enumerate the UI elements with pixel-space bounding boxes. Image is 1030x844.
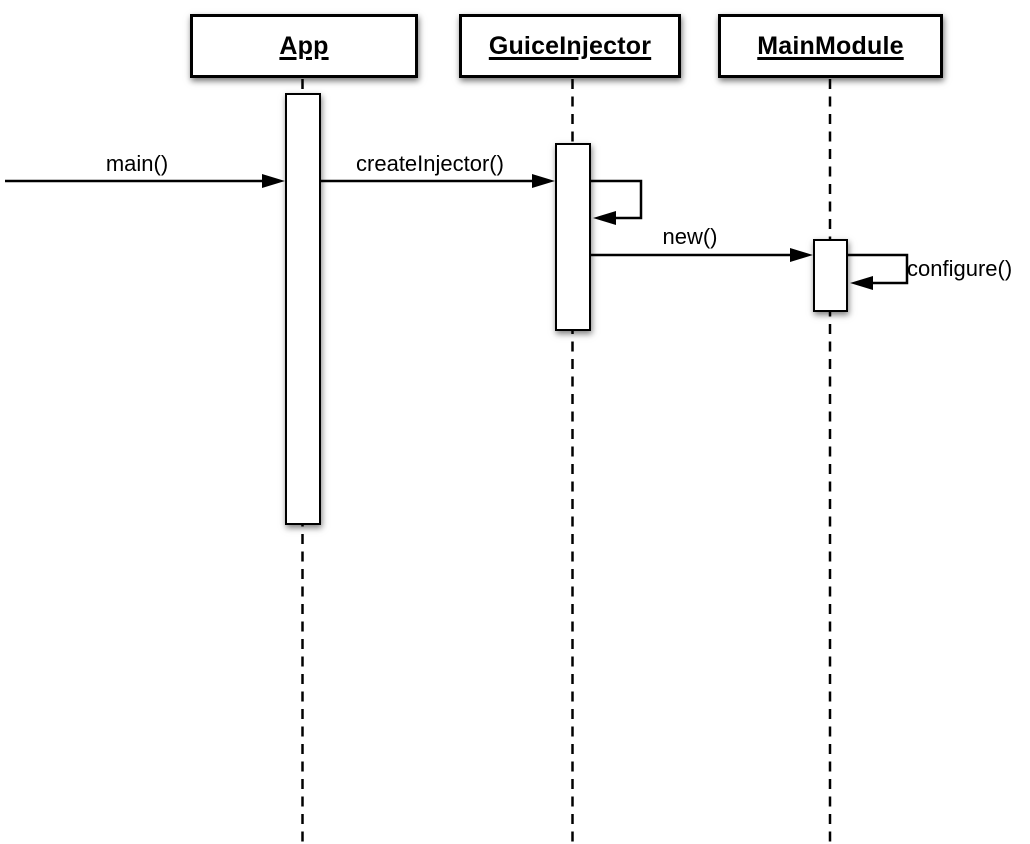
arrow-new-head (790, 248, 813, 262)
message-label-configure: configure() (907, 256, 1013, 281)
activation-bar-app (285, 93, 321, 525)
participant-label-mainmodule: MainModule (757, 31, 904, 60)
message-label-createinjector: createInjector() (356, 151, 504, 176)
arrow-main-head (262, 174, 285, 188)
participant-label-guiceinjector: GuiceInjector (488, 31, 652, 60)
activation-bar-mainmodule (813, 239, 848, 312)
participant-box-guiceinjector: GuiceInjector (459, 14, 681, 78)
selfloop-guiceinjector (591, 179, 643, 220)
selfloop-mainmodule (848, 253, 909, 285)
activation-bar-guiceinjector (555, 143, 591, 331)
arrow-createinjector-head (532, 174, 555, 188)
participant-label-app: App (279, 31, 329, 60)
participant-box-app: App (190, 14, 418, 78)
message-label-main: main() (105, 151, 169, 176)
message-label-new: new() (662, 224, 718, 249)
participant-box-mainmodule: MainModule (718, 14, 943, 78)
selfloop-guiceinjector-head (593, 211, 616, 225)
selfloop-mainmodule-head (850, 276, 873, 290)
